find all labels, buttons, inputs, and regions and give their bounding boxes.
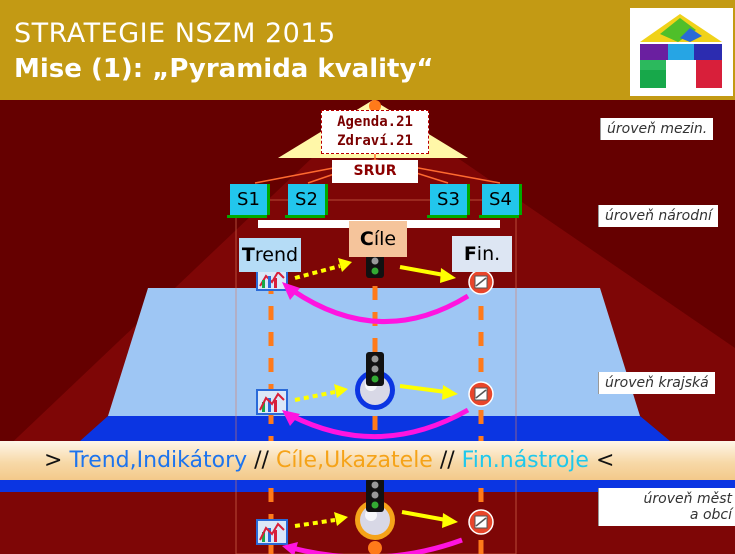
srur-box: SRUR — [332, 160, 418, 183]
s1-box: S1 — [227, 184, 270, 218]
fin-box: Fin. — [452, 236, 512, 272]
level-international: úroveň mezin. — [600, 118, 714, 140]
level-national: úroveň národní — [598, 205, 718, 227]
s3-box: S3 — [427, 184, 470, 218]
agenda-line2: Zdraví.21 — [337, 133, 413, 149]
local-row — [256, 478, 494, 554]
agenda-line1: Agenda.21 — [337, 114, 413, 130]
legend-banner: > Trend,Indikátory // Cíle,Ukazatele // … — [0, 441, 735, 480]
page-title: STRATEGIE NSZM 2015 — [14, 18, 336, 49]
logo — [630, 8, 733, 96]
cile-rest: íle — [373, 228, 397, 250]
header-bar: STRATEGIE NSZM 2015 Mise (1): „Pyramida … — [0, 0, 735, 100]
trend-box: Trend — [239, 238, 301, 272]
banner-open: > — [44, 448, 70, 473]
banner-cile: Cíle,Ukazatele — [275, 448, 433, 473]
level-local: úroveň měst a obcí — [598, 488, 735, 526]
s2-box: S2 — [285, 184, 328, 218]
cile-box: Cíle — [349, 221, 407, 257]
banner-sep2: // — [432, 448, 462, 473]
axis-top-dot — [369, 100, 381, 112]
banner-close: < — [588, 448, 615, 473]
trend-rest: rend — [254, 244, 299, 266]
banner-sep1: // — [247, 448, 276, 473]
agenda-box: Agenda.21 Zdraví.21 — [321, 110, 429, 154]
pyramid-diagram — [0, 100, 735, 554]
level-local-line2: a obcí — [689, 507, 732, 523]
level-local-line1: úroveň měst — [643, 491, 732, 507]
banner-fin: Fin.nástroje — [461, 448, 589, 473]
fin-rest: in. — [476, 243, 501, 265]
pyramid-stage: Agenda.21 Zdraví.21 SRUR S1 S2 S3 S4 Tre… — [0, 100, 735, 554]
trend-initial: T — [241, 244, 255, 266]
logo-house-icon — [640, 14, 722, 88]
level-regional: úroveň krajská — [598, 372, 715, 394]
banner-trend: Trend,Indikátory — [69, 448, 248, 473]
page-subtitle: Mise (1): „Pyramida kvality“ — [14, 54, 434, 84]
s4-box: S4 — [479, 184, 522, 218]
cile-initial: C — [359, 228, 374, 250]
fin-initial: F — [463, 243, 477, 265]
regional-row — [256, 352, 494, 439]
